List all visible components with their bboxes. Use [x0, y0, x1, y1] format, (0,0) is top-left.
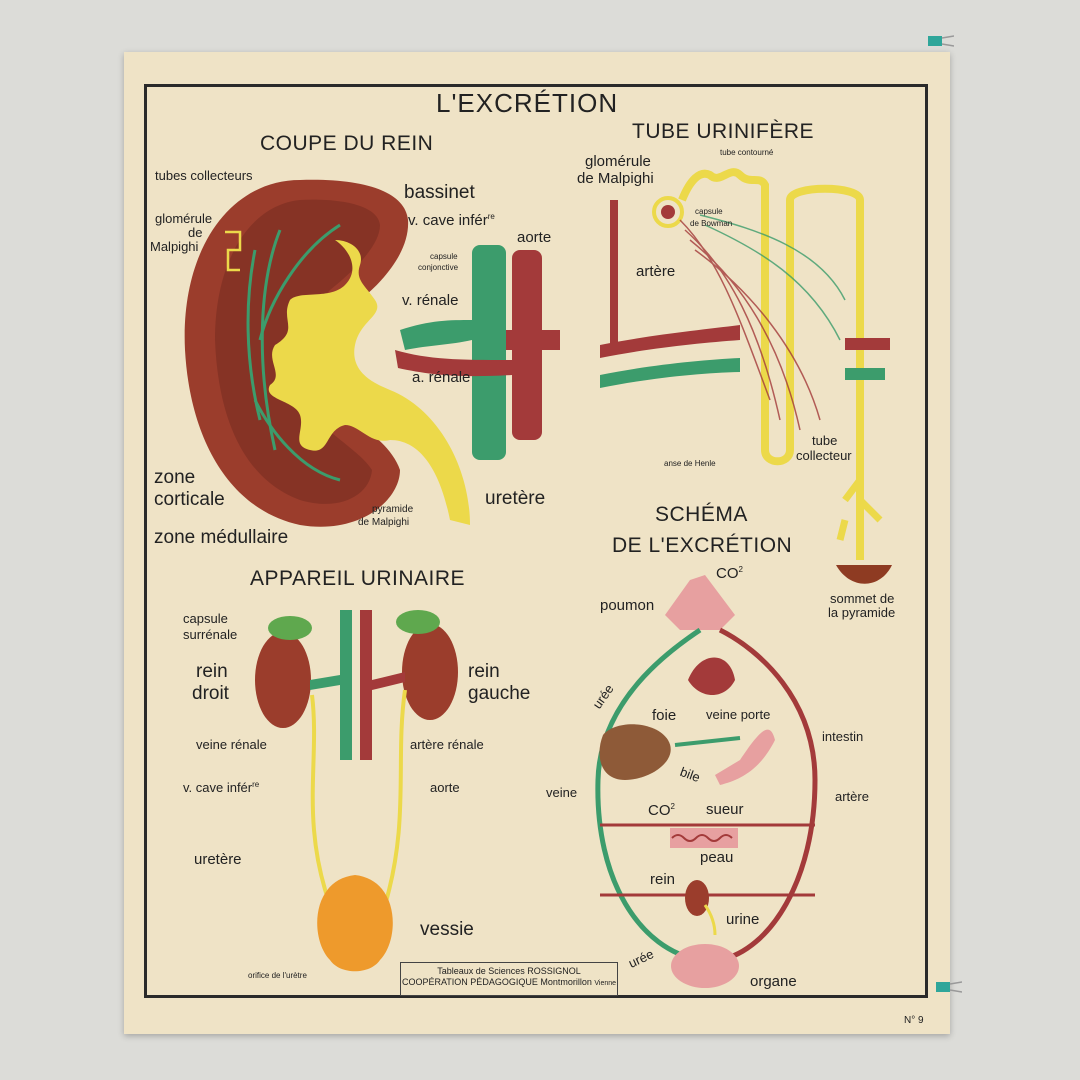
- label-tube-la-pyramide: la pyramide: [828, 605, 896, 620]
- plate-number: N° 9: [904, 1015, 924, 1026]
- label-sch-co2-top: CO2: [716, 565, 743, 582]
- label-sch-veine: veine: [546, 785, 578, 800]
- label-sch-intestin: intestin: [822, 729, 864, 744]
- label-tube-glomerule: glomérule: [585, 153, 651, 170]
- urinary-system-drawing: [255, 610, 458, 972]
- label-sch-veine-porte: veine porte: [706, 707, 771, 722]
- poster-title: L'EXCRÉTION: [436, 88, 619, 118]
- section-title-urinary: APPAREIL URINAIRE: [250, 567, 466, 590]
- binder-clip-top: [928, 34, 955, 48]
- label-corticale: corticale: [154, 489, 225, 510]
- label-uri-surrenale: surrénale: [183, 627, 238, 642]
- label-tube-tube: tube: [812, 433, 838, 448]
- label-conjonctive: conjonctive: [418, 263, 459, 272]
- label-sch-organe: organe: [750, 973, 797, 990]
- label-de: de: [188, 225, 203, 240]
- label-uri-orifice: orifice de l'urètre: [248, 971, 307, 980]
- label-tube-artere: artère: [636, 263, 676, 280]
- label-uri-vessie: vessie: [420, 919, 474, 940]
- label-zone: zone: [154, 467, 196, 488]
- label-v-renale: v. rénale: [402, 292, 459, 309]
- section-title-schema-2: DE L'EXCRÉTION: [612, 534, 793, 557]
- label-uri-veine-renale: veine rénale: [196, 737, 267, 752]
- label-sch-urine: urine: [726, 911, 760, 928]
- label-de-malpighi: de Malpighi: [358, 517, 410, 528]
- label-tube-collecteur: collecteur: [796, 448, 852, 463]
- label-tubes-collecteurs: tubes collecteurs: [155, 168, 253, 183]
- publisher-credit: Tableaux de Sciences ROSSIGNOL COOPÉRATI…: [400, 962, 618, 996]
- label-v-cave: v. cave inférre: [408, 212, 495, 229]
- binder-clip-bottom: [936, 980, 963, 994]
- poster-frame: [144, 84, 928, 998]
- label-uri-rein-gauche-1: rein: [468, 661, 500, 682]
- label-sch-peau: peau: [700, 849, 734, 866]
- label-sch-poumon: poumon: [600, 597, 655, 614]
- label-uri-capsule: capsule: [183, 611, 228, 626]
- kidney-section-drawing: [184, 179, 560, 527]
- label-pyramide: pyramide: [372, 504, 414, 515]
- section-title-tube: TUBE URINIFÈRE: [632, 120, 815, 143]
- label-uri-artere-renale: artère rénale: [410, 737, 484, 752]
- label-glomerule: glomérule: [155, 211, 213, 226]
- label-tube-de-bowman: de Bowman: [690, 219, 733, 228]
- label-sch-sueur: sueur: [706, 801, 744, 818]
- label-aorte: aorte: [517, 229, 552, 246]
- label-tube-capsule: capsule: [695, 207, 723, 216]
- label-uri-aorte: aorte: [430, 780, 460, 795]
- label-sch-foie: foie: [652, 707, 677, 724]
- label-bassinet: bassinet: [404, 182, 475, 203]
- label-uri-rein-droit-1: rein: [196, 661, 228, 682]
- label-uri-v-cave: v. cave inférre: [183, 780, 260, 795]
- label-tube-sommet: sommet de: [830, 591, 895, 606]
- label-sch-artere: artère: [835, 789, 869, 804]
- excretion-schema-drawing: [595, 575, 818, 988]
- section-title-schema-1: SCHÉMA: [655, 503, 748, 526]
- section-title-kidney: COUPE DU REIN: [260, 132, 434, 155]
- label-uri-rein-gauche-2: gauche: [468, 683, 531, 704]
- label-tube-contourne: tube contourné: [720, 148, 774, 157]
- label-tube-de-malpighi: de Malpighi: [577, 170, 654, 187]
- label-sch-co2-skin: CO2: [648, 802, 675, 819]
- urinary-tube-drawing: [600, 168, 892, 584]
- label-sch-rein: rein: [650, 871, 676, 888]
- label-uri-rein-droit-2: droit: [192, 683, 229, 704]
- label-malpighi: Malpighi: [150, 239, 199, 254]
- label-a-renale: a. rénale: [412, 369, 471, 386]
- label-capsule: capsule: [430, 252, 458, 261]
- label-uretere: uretère: [485, 488, 546, 509]
- label-tube-anse-henle: anse de Henle: [664, 459, 716, 468]
- label-zone-medullaire: zone médullaire: [154, 527, 289, 548]
- label-uri-uretere: uretère: [194, 851, 242, 868]
